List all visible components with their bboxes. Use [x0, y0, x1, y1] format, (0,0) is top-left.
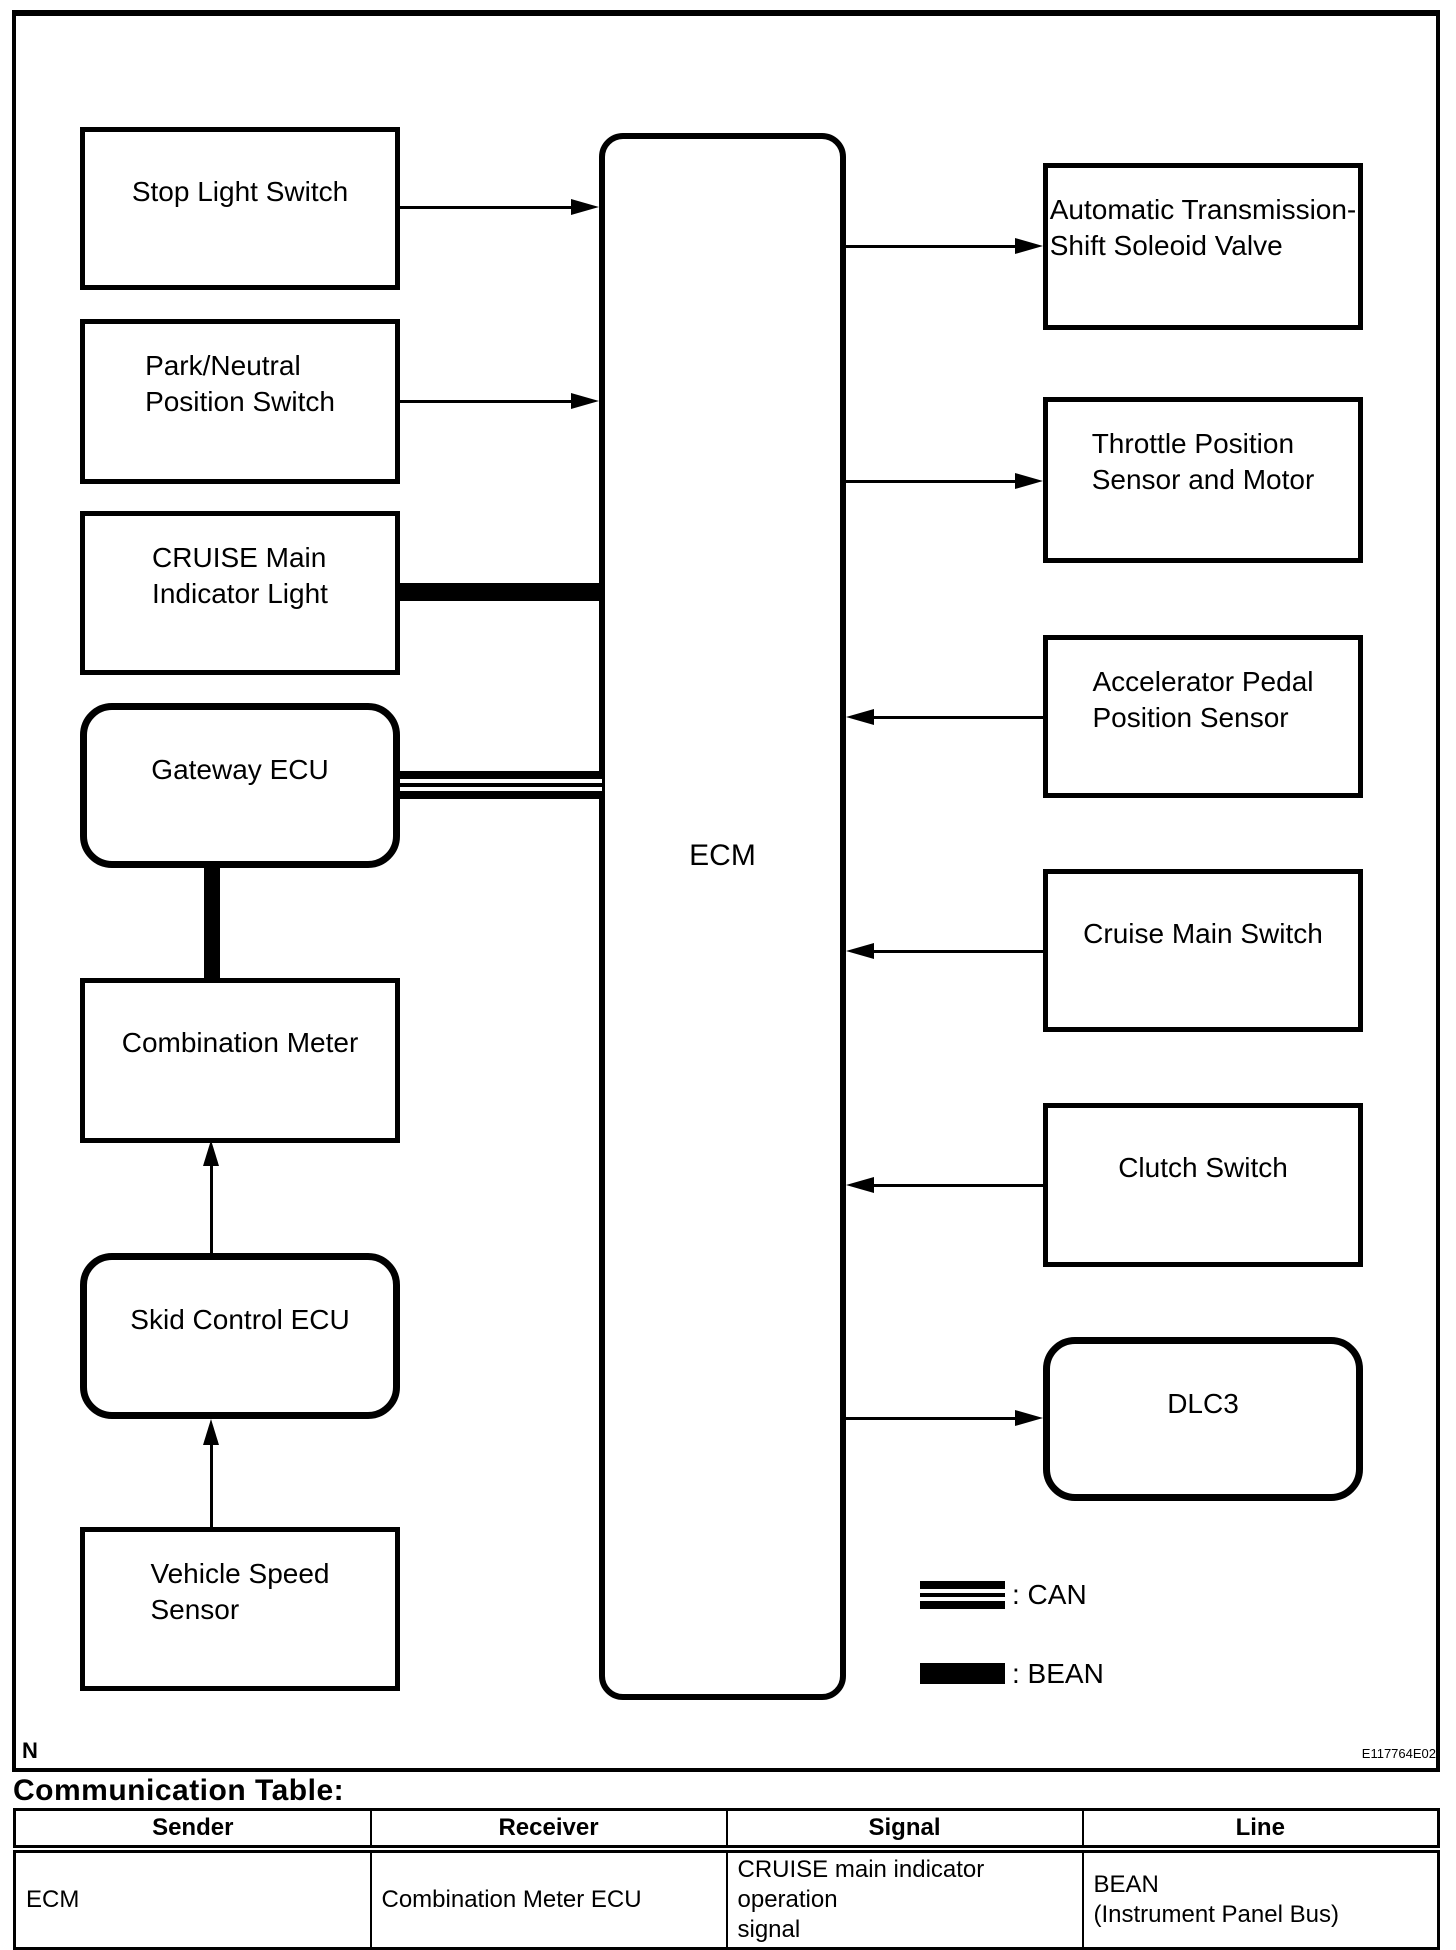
arrowhead-left-icon: [846, 943, 874, 959]
node-label: Throttle Position Sensor and Motor: [1091, 428, 1315, 495]
connector-bean-cruise-indicator-to-ecm: [400, 583, 602, 601]
node-label: Stop Light Switch: [131, 176, 349, 207]
connector-vehicle-speed-to-skid-control: [210, 1445, 213, 1527]
arrowhead-right-icon: [1015, 238, 1043, 254]
connector-ecm-to-throttle-position: [846, 480, 1015, 483]
connector-stop-light-switch-to-ecm: [400, 206, 573, 209]
connector-park-neutral-to-ecm: [400, 400, 573, 403]
node-label: Skid Control ECU: [130, 1304, 350, 1335]
node-gateway-ecu: Gateway ECU: [80, 703, 400, 868]
arrowhead-up-icon: [203, 1419, 219, 1445]
node-label: Clutch Switch: [1118, 1152, 1288, 1183]
connector-accelerator-pedal-to-ecm: [874, 716, 1043, 719]
node-label: Automatic Transmission- Shift Soleoid Va…: [1049, 194, 1357, 261]
arrowhead-up-icon: [203, 1140, 219, 1166]
communication-table: Sender Receiver Signal Line ECM Combinat…: [13, 1808, 1440, 1950]
arrowhead-right-icon: [1015, 1410, 1043, 1426]
communication-table-header-row: Sender Receiver Signal Line: [13, 1808, 1440, 1853]
node-park-neutral-position-switch: Park/Neutral Position Switch: [80, 319, 400, 484]
node-label: Park/Neutral Position Switch: [145, 350, 335, 417]
node-combination-meter: Combination Meter: [80, 978, 400, 1143]
node-label: Cruise Main Switch: [1083, 918, 1323, 949]
node-label: DLC3: [1167, 1388, 1239, 1419]
node-vehicle-speed-sensor: Vehicle Speed Sensor: [80, 1527, 400, 1691]
header-sender: Sender: [13, 1808, 372, 1853]
node-dlc3: DLC3: [1043, 1337, 1363, 1501]
cell-line: BEAN (Instrument Panel Bus): [1081, 1848, 1440, 1950]
arrowhead-left-icon: [846, 709, 874, 725]
connector-ecm-to-automatic-transmission: [846, 245, 1015, 248]
node-stop-light-switch: Stop Light Switch: [80, 127, 400, 290]
node-label: Combination Meter: [121, 1027, 359, 1058]
connector-bean-gateway-to-combination-meter: [204, 866, 220, 980]
node-clutch-switch: Clutch Switch: [1043, 1103, 1363, 1267]
connector-cruise-main-switch-to-ecm: [874, 950, 1043, 953]
cell-receiver: Combination Meter ECU: [369, 1848, 728, 1950]
cell-signal: CRUISE main indicator operation signal: [725, 1848, 1084, 1950]
ecm-label: ECM: [689, 839, 756, 872]
communication-table-row: ECM Combination Meter ECU CRUISE main in…: [13, 1848, 1440, 1950]
legend-bean-line-icon: [920, 1663, 1005, 1684]
legend-can-line-icon: [920, 1581, 1005, 1609]
node-cruise-main-indicator-light: CRUISE Main Indicator Light: [80, 511, 400, 675]
connector-can-gateway-to-ecm: [400, 771, 602, 799]
node-automatic-transmission-shift-soleoid-valve: Automatic Transmission- Shift Soleoid Va…: [1043, 163, 1363, 330]
header-signal: Signal: [725, 1808, 1084, 1853]
node-ecm: ECM: [599, 133, 846, 1700]
node-cruise-main-switch: Cruise Main Switch: [1043, 869, 1363, 1032]
connector-skid-control-to-combination-meter: [210, 1166, 213, 1253]
figure-code: E117764E02: [1361, 1746, 1436, 1761]
node-label: Vehicle Speed Sensor: [150, 1558, 330, 1625]
arrowhead-right-icon: [1015, 473, 1043, 489]
legend-can-label: : CAN: [1012, 1579, 1087, 1610]
note-n: N: [22, 1738, 38, 1763]
cell-sender: ECM: [13, 1848, 372, 1950]
arrowhead-left-icon: [846, 1177, 874, 1193]
node-label: CRUISE Main Indicator Light: [152, 542, 328, 609]
communication-table-heading: Communication Table:: [13, 1774, 345, 1807]
header-line: Line: [1081, 1808, 1440, 1853]
node-accelerator-pedal-position-sensor: Accelerator Pedal Position Sensor: [1043, 635, 1363, 798]
header-receiver: Receiver: [369, 1808, 728, 1853]
arrowhead-right-icon: [571, 199, 599, 215]
node-label: Gateway ECU: [151, 754, 329, 785]
legend-bean-label: : BEAN: [1012, 1658, 1104, 1689]
connector-clutch-switch-to-ecm: [874, 1184, 1043, 1187]
node-label: Accelerator Pedal Position Sensor: [1092, 666, 1314, 733]
node-throttle-position-sensor-and-motor: Throttle Position Sensor and Motor: [1043, 397, 1363, 563]
connector-ecm-to-dlc3: [846, 1417, 1015, 1420]
node-skid-control-ecu: Skid Control ECU: [80, 1253, 400, 1419]
arrowhead-right-icon: [571, 393, 599, 409]
